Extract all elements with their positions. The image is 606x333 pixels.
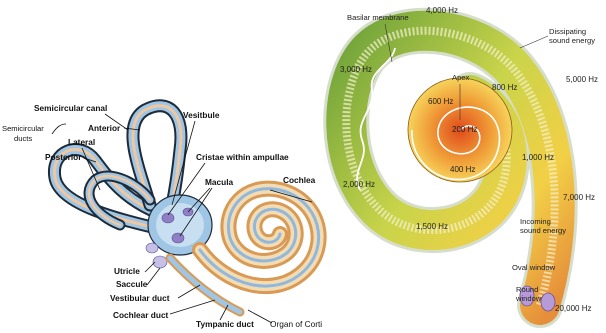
inner-ear-diagram: Semicircular canal Semicircular ducts An… (2, 103, 322, 329)
freq-800: 800 Hz (492, 83, 517, 92)
leader-dissipating (520, 36, 548, 48)
label-semicircular-ducts-2: ducts (14, 134, 32, 143)
label-cristae: Cristae within ampullae (196, 152, 289, 162)
leader-vestibular-duct (178, 285, 200, 298)
label-lateral: Lateral (68, 137, 95, 147)
label-macula: Macula (205, 177, 234, 187)
freq-4000: 4,000 Hz (426, 6, 458, 15)
label-organ-of-corti: Organ of Corti (270, 319, 322, 329)
label-semicircular-canal: Semicircular canal (34, 103, 107, 113)
label-dissipating-1: Dissipating (549, 27, 586, 36)
cochlea-frequency-diagram: Basilar membrane Dissipating sound energ… (340, 6, 598, 313)
freq-600: 600 Hz (428, 97, 453, 106)
freq-2000: 2,000 Hz (343, 180, 375, 189)
round-window (541, 293, 555, 311)
label-tympanic-duct: Tympanic duct (196, 319, 254, 329)
leader-saccule (147, 268, 160, 285)
label-round-window-1: Round (516, 285, 538, 294)
label-vestibule: Vesitbule (183, 110, 220, 120)
brace-semicircular-ducts (52, 124, 66, 134)
freq-3000: 3,000 Hz (340, 65, 372, 74)
label-incoming-2: sound energy (520, 226, 566, 235)
freq-1500: 1,500 Hz (416, 222, 448, 231)
label-posterior: Posterior (45, 152, 82, 162)
freq-20000: 20,000 Hz (555, 304, 591, 313)
label-utricle: Utricle (114, 266, 140, 276)
freq-5000: 5,000 Hz (566, 75, 598, 84)
label-apex: Apex (452, 73, 470, 82)
freq-400: 400 Hz (450, 165, 475, 174)
label-dissipating-2: sound energy (549, 36, 595, 45)
freq-7000: 7,000 Hz (563, 193, 595, 202)
label-vestibular-duct: Vestibular duct (110, 293, 170, 303)
label-oval-window: Oval window (512, 263, 556, 272)
leader-cochlear-duct (170, 300, 215, 314)
label-semicircular-ducts-1: Semicircular (2, 124, 44, 133)
leader-utricle (145, 262, 155, 272)
label-incoming-1: Incoming (520, 217, 551, 226)
label-anterior: Anterior (88, 123, 121, 133)
label-basilar-membrane: Basilar membrane (347, 13, 409, 22)
label-cochlea: Cochlea (283, 175, 316, 185)
label-cochlear-duct: Cochlear duct (113, 310, 169, 320)
freq-1000: 1,000 Hz (522, 153, 554, 162)
freq-200: 200 Hz (452, 125, 477, 134)
label-round-window-2: window (515, 294, 542, 303)
label-saccule: Saccule (116, 279, 148, 289)
